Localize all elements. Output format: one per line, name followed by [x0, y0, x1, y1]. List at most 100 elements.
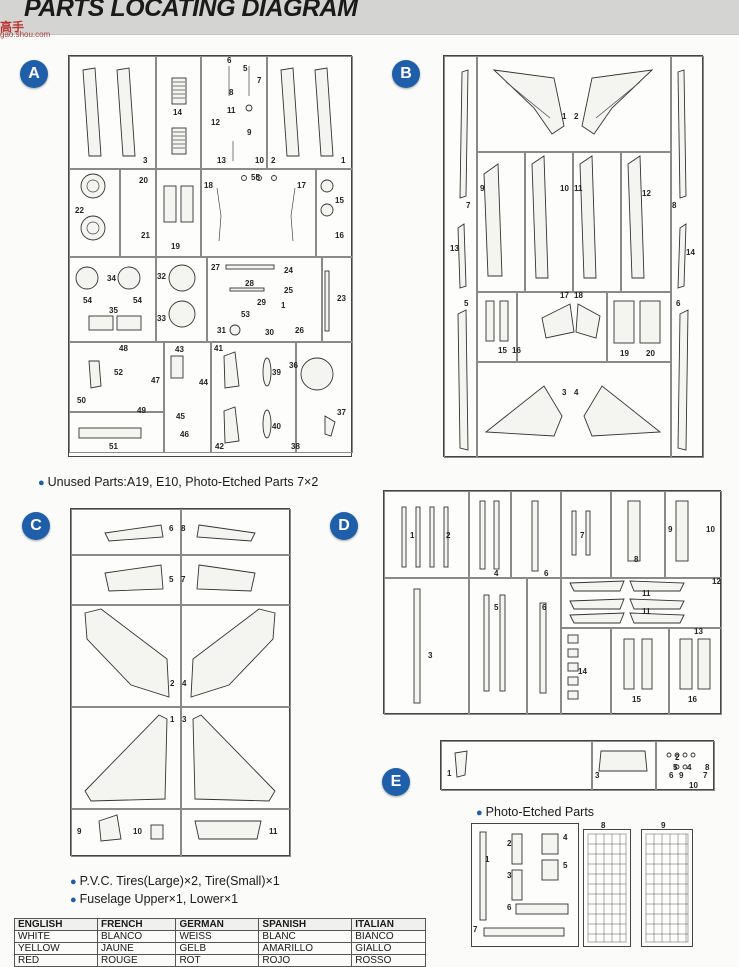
- sprue-b-cell: [620, 151, 672, 293]
- part-number-label: 36: [289, 361, 298, 370]
- part-number-label: 29: [257, 298, 266, 307]
- part-number-label: 44: [199, 378, 208, 387]
- sprue-c-cell: [180, 808, 291, 857]
- sprue-c-cell: [71, 554, 182, 606]
- part-number-label: 32: [157, 272, 166, 281]
- sprue-a-cell: [155, 168, 202, 258]
- part-number-label: 9: [480, 184, 485, 193]
- sprue-b-cell: [524, 151, 574, 293]
- unused-parts-note: ●Unused Parts:A19, E10, Photo-Etched Par…: [38, 475, 318, 489]
- part-number-label: 6: [227, 56, 232, 65]
- part-number-label: 2: [271, 156, 276, 165]
- part-number-label: 49: [137, 406, 146, 415]
- sprue-e-cell: [441, 741, 593, 791]
- sprue-d-cell: [468, 491, 512, 579]
- sprue-a-cell: [69, 56, 157, 170]
- table-cell: GIALLO: [351, 942, 426, 955]
- part-number-label: 10: [255, 156, 264, 165]
- photo-etched-number-label: 7: [473, 925, 478, 934]
- part-number-label: 31: [217, 326, 226, 335]
- photo-etched-number-label: 2: [507, 839, 512, 848]
- colors-table-header: GERMAN: [175, 918, 260, 931]
- part-number-label: 46: [180, 430, 189, 439]
- table-cell: BLANC: [258, 930, 353, 943]
- part-number-label: 2: [170, 679, 175, 688]
- part-number-label: 10: [706, 525, 715, 534]
- part-number-label: 22: [75, 206, 84, 215]
- sprue-c-cell: [180, 604, 291, 708]
- part-number-label: 16: [512, 346, 521, 355]
- sprue-e-cell: [591, 741, 657, 791]
- part-number-label: 48: [119, 344, 128, 353]
- part-number-label: 18: [204, 181, 213, 190]
- part-number-label: 26: [295, 326, 304, 335]
- photo-etched-number-label: 8: [601, 821, 606, 830]
- sprue-d-cell: [610, 491, 666, 579]
- sprue-d-cell: [610, 627, 670, 715]
- colors-table: ENGLISH FRENCH GERMAN SPANISH ITALIAN WH…: [14, 918, 426, 967]
- part-number-label: 45: [176, 412, 185, 421]
- part-number-label: 11: [269, 827, 278, 836]
- part-number-label: 11: [574, 184, 583, 193]
- part-number-label: 23: [337, 294, 346, 303]
- part-number-label: 6: [676, 299, 681, 308]
- sprue-d-cell: [560, 627, 612, 715]
- photo-etched-fret-small: [471, 823, 579, 947]
- table-row: RED ROUGE ROT ROJO ROSSO: [14, 954, 426, 967]
- part-number-label: 13: [450, 244, 459, 253]
- bullet-icon: ●: [38, 477, 45, 489]
- sprue-d-cell: [526, 577, 562, 715]
- part-number-label: 5: [464, 299, 469, 308]
- part-number-label: 53: [241, 310, 250, 319]
- part-number-label: 4: [687, 763, 692, 772]
- photo-etched-fret-9: [641, 829, 693, 947]
- part-number-label: 52: [114, 368, 123, 377]
- sprue-a-cell: [119, 168, 157, 258]
- table-row: WHITE BLANCO WEISS BLANC BIANCO: [14, 930, 426, 943]
- sprue-b-cell: [476, 151, 526, 293]
- part-number-label: 51: [109, 442, 118, 451]
- part-number-label: 4: [182, 679, 187, 688]
- bullet-icon: ●: [476, 807, 483, 819]
- part-number-label: 28: [245, 279, 254, 288]
- section-d-badge: D: [330, 512, 358, 540]
- part-number-label: 12: [712, 577, 721, 586]
- part-number-label: 11: [227, 106, 236, 115]
- part-number-label: 43: [175, 345, 184, 354]
- photo-etched-label: ●Photo-Etched Parts: [476, 805, 594, 819]
- sprue-a-cell: [155, 56, 202, 170]
- part-number-label: 30: [265, 328, 274, 337]
- part-number-label: 20: [139, 176, 148, 185]
- sprue-a-cell: [315, 168, 353, 258]
- sprue-c-cell: [71, 706, 182, 810]
- sprue-d-cell: [384, 491, 470, 579]
- section-e-badge: E: [382, 768, 410, 796]
- part-number-label: 9: [668, 525, 673, 534]
- sprue-b-cell: [670, 56, 704, 458]
- part-number-label: 40: [272, 422, 281, 431]
- sprue-d-cell: [560, 491, 612, 579]
- part-number-label: 7: [703, 771, 708, 780]
- bullet-icon: ●: [70, 894, 77, 906]
- part-number-label: 2: [675, 753, 680, 762]
- part-number-label: 54: [83, 296, 92, 305]
- photo-etched-number-label: 4: [563, 833, 568, 842]
- sprue-a-cell: [206, 256, 323, 343]
- page-title: PARTS LOCATING DIAGRAM: [24, 0, 358, 22]
- sprue-d-cell: [468, 577, 528, 715]
- part-number-label: 1: [281, 301, 286, 310]
- part-number-label: 27: [211, 263, 220, 272]
- part-number-label: 41: [214, 344, 223, 353]
- photo-etched-number-label: 3: [507, 871, 512, 880]
- page-header: PARTS LOCATING DIAGRAM: [0, 0, 739, 35]
- sprue-c-cell: [180, 706, 291, 810]
- sprue-b-cell: [572, 151, 622, 293]
- colors-table-header: ENGLISH: [14, 918, 98, 931]
- fuselage-text: Fuselage Upper×1, Lower×1: [79, 892, 239, 906]
- colors-table-header: ITALIAN: [351, 918, 426, 931]
- photo-etched-number-label: 5: [563, 861, 568, 870]
- part-number-label: 38: [291, 442, 300, 451]
- photo-etched-fret-8: [583, 829, 631, 947]
